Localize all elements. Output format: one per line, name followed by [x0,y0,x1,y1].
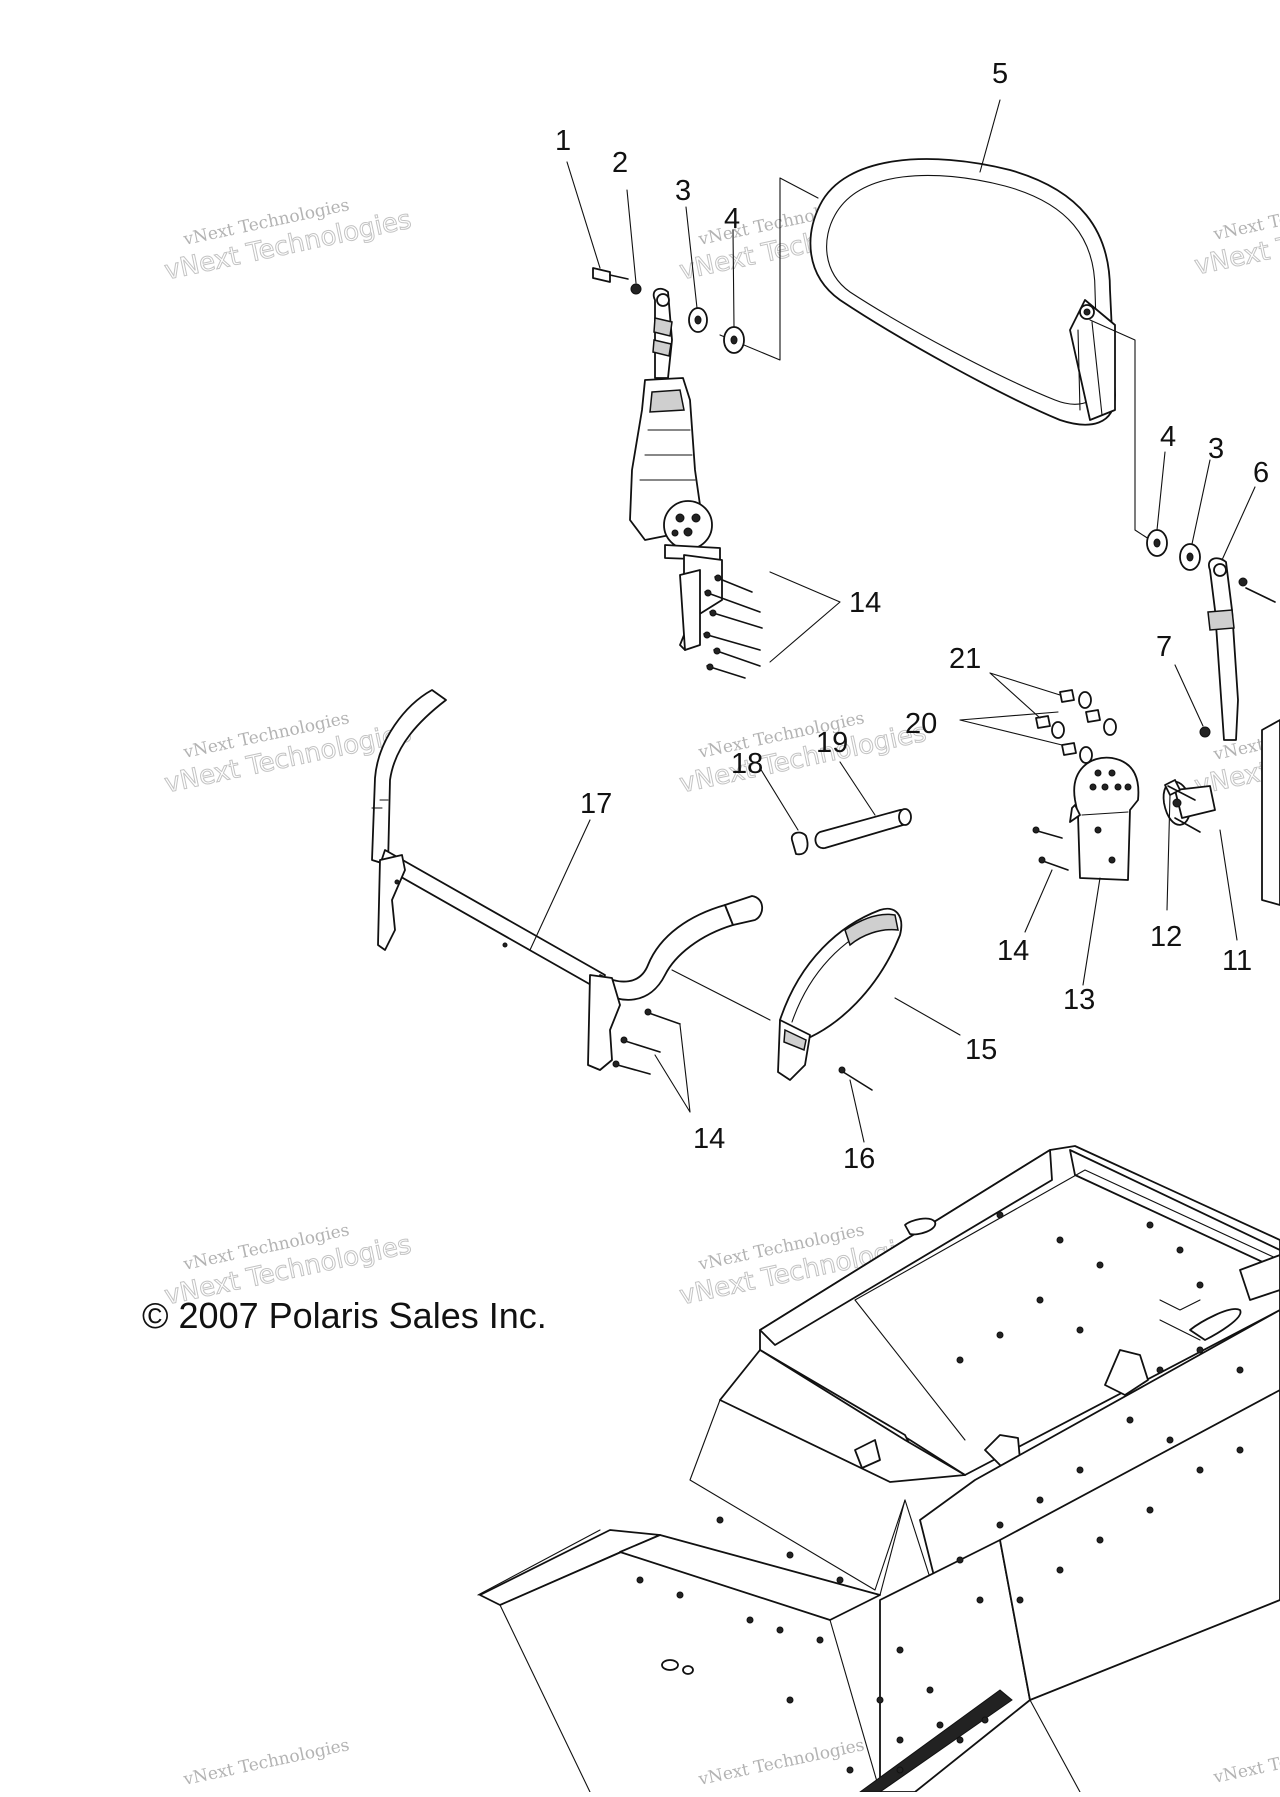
leader-21 [989,672,1061,719]
leader-12 [1166,794,1171,911]
callout-6: 6 [1253,457,1269,489]
svg-text:vNext Technologies: vNext Technologies [696,1735,866,1790]
leader-16 [849,1079,865,1143]
callout-20: 20 [905,708,937,740]
callout-labels: 1 2 3 4 5 4 3 6 14 21 20 7 19 18 17 14 1… [555,58,1269,1175]
leader-2 [626,189,637,284]
callout-17: 17 [580,788,612,820]
leader-19 [839,761,876,816]
backrest-pad [809,158,1116,426]
callout-13: 13 [1063,984,1095,1016]
callout-14: 14 [693,1123,725,1155]
leader-18 [759,767,799,831]
leader-1 [566,161,601,269]
leader-20 [959,711,1063,746]
left-hinge-arm [629,287,723,651]
callout-2: 2 [612,147,628,179]
callout-16: 16 [843,1143,875,1175]
leader-17 [529,819,591,951]
callout-19: 19 [816,727,848,759]
callout-15: 15 [965,1034,997,1066]
grab-bar [371,689,764,1071]
watermark: vNext Technologies vNext Technologies [677,708,930,800]
callout-4: 4 [1160,421,1176,453]
callout-11: 11 [1222,945,1252,977]
callout-7: 7 [1156,631,1172,663]
leader-3b [1191,459,1211,545]
tunnel-rack [477,1145,1280,1793]
screws-left-hinge [703,574,763,679]
end-plug-and-grip [790,808,912,856]
leader-14a [769,571,841,663]
callout-14: 14 [849,587,881,619]
copyright-notice: © 2007 Polaris Sales Inc. [142,1295,547,1336]
watermark: vNext Technologies vNext Technologies [162,195,415,287]
watermark: vNext Technologies [1211,1733,1280,1788]
pivot-plate [1069,756,1140,881]
fasteners-20-21 [1032,689,1117,871]
left-hardware [592,267,745,354]
screws-grab-bar [612,1008,873,1091]
leader-14b [1024,869,1053,933]
leader-14c [654,1024,691,1113]
svg-text:vNext Technologies: vNext Technologies [1211,1733,1280,1788]
leader-5 [979,99,1001,173]
watermark: vNext Technologies [181,1735,351,1790]
leader-5-box-right [1089,319,1156,544]
leader-11 [1219,829,1238,941]
callout-4: 4 [724,203,740,235]
leader-13 [1082,877,1101,986]
hand-guard [777,907,903,1081]
leader-4a [732,229,735,328]
leader-15 [894,997,961,1036]
callout-3: 3 [675,175,691,207]
leader-guard-link [671,969,771,1021]
callout-18: 18 [731,748,763,780]
watermark: vNext Technologies [696,1735,866,1790]
right-hinge-arm [1146,529,1280,906]
svg-text:vNext Technologies: vNext Technologies [181,1735,351,1790]
leader-6 [1221,486,1256,561]
callout-5: 5 [992,58,1008,90]
leader-4b [1156,451,1166,531]
callout-14: 14 [997,935,1029,967]
callout-12: 12 [1150,921,1182,953]
callout-3: 3 [1208,433,1224,465]
knob-and-nut [1162,779,1216,833]
callout-1: 1 [555,125,571,157]
leader-7 [1174,664,1204,727]
leader-3a [685,206,698,309]
callout-21: 21 [949,643,981,675]
watermark: vNext Technologies vNext Technologies [1192,190,1280,282]
